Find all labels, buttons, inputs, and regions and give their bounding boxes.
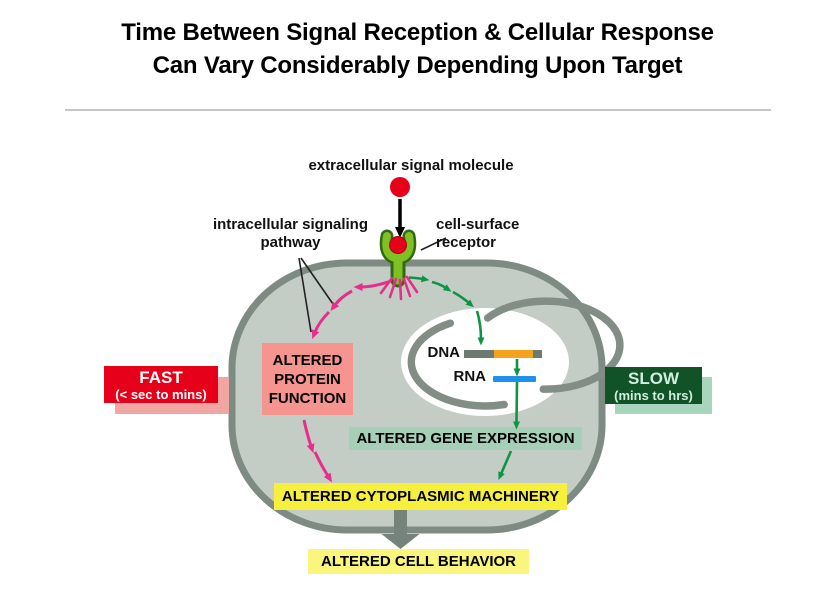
nuclear-envelope-left-arc: [407, 319, 508, 410]
bound-signal-dot: [389, 236, 407, 254]
extracellular-signal-label: extracellular signal molecule: [308, 157, 514, 174]
slow-label: SLOW: [628, 369, 679, 388]
title-divider: [65, 109, 771, 111]
dna-bar-orange: [494, 350, 533, 358]
cell-surface-receptor-label: cell-surface receptor: [436, 216, 556, 252]
slow-range: (mins to hrs): [614, 388, 693, 403]
protein-box-line3: FUNCTION: [268, 390, 347, 407]
dna-bar-gray-right: [533, 350, 542, 358]
receptor-label-line2: receptor: [436, 234, 497, 251]
dna-bar-gray-left: [464, 350, 494, 358]
slow-badge: SLOW (mins to hrs): [605, 367, 702, 404]
altered-cytoplasmic-machinery-box: ALTERED CYTOPLASMIC MACHINERY: [274, 483, 567, 510]
altered-protein-function-box: ALTERED PROTEIN FUNCTION: [262, 343, 353, 415]
nuclear-envelope-right-arc: [483, 297, 624, 393]
fast-range: (< sec to mins): [115, 387, 207, 402]
pathway-pointer-line-2: [298, 257, 312, 333]
signal-molecule-dot: [390, 177, 410, 197]
fast-badge: FAST (< sec to mins): [104, 366, 218, 403]
protein-box-line1: ALTERED: [272, 352, 343, 369]
pathway-label-line1: intracellular signaling: [212, 216, 369, 233]
protein-box-line2: PROTEIN: [274, 371, 341, 388]
altered-cell-behavior-box: ALTERED CELL BEHAVIOR: [308, 549, 529, 574]
dna-label: DNA: [427, 344, 461, 361]
intracellular-pathway-label: intracellular signaling pathway: [198, 216, 383, 252]
fast-label: FAST: [139, 368, 183, 387]
page-title-line1: Time Between Signal Reception & Cellular…: [121, 19, 714, 46]
pathway-label-line2: pathway: [260, 234, 321, 251]
cell-output-arrow: [381, 506, 420, 549]
receptor-pointer-line: [420, 237, 447, 251]
rna-bar: [493, 376, 536, 382]
page-title-line2: Can Vary Considerably Depending Upon Tar…: [152, 52, 683, 79]
rna-label: RNA: [453, 368, 487, 385]
nucleus: [401, 308, 569, 416]
receptor-label-line1: cell-surface: [436, 216, 520, 233]
pathway-pointer-line-1: [300, 257, 334, 305]
page-title: Time Between Signal Reception & Cellular…: [0, 16, 835, 82]
cell-surface-receptor-shape: [379, 229, 417, 288]
altered-gene-expression-box: ALTERED GENE EXPRESSION: [349, 427, 582, 450]
